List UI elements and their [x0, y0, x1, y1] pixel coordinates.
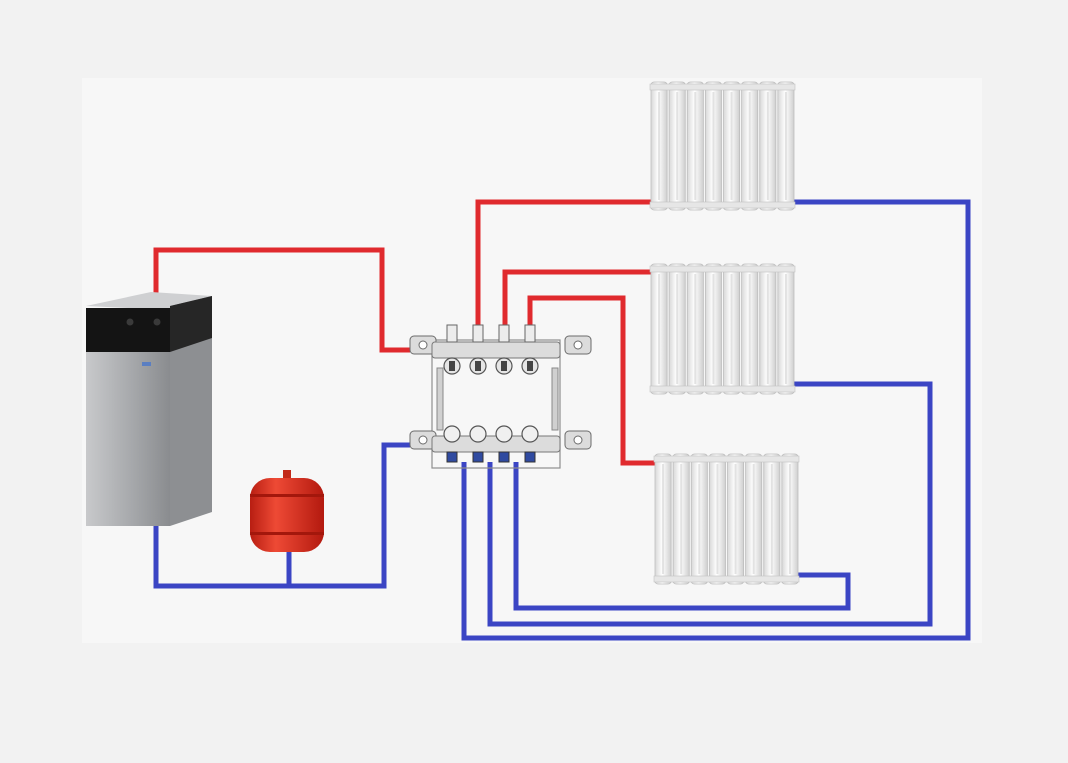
radiator-icon [649, 263, 796, 395]
supply-outlet [469, 324, 487, 375]
manifold-bracket [436, 367, 444, 431]
radiator-section [723, 81, 741, 211]
gas-boiler-icon [86, 292, 212, 526]
supply-pipe [527, 295, 655, 466]
supply-outlet [443, 324, 461, 375]
return-outlet [443, 425, 461, 463]
radiator-section [690, 453, 708, 585]
return-pipe [487, 381, 933, 627]
pipe-network [153, 199, 971, 641]
radiator-section [727, 453, 745, 585]
supply-pipe [153, 247, 410, 353]
radiator-section [704, 263, 722, 395]
radiator-section [741, 81, 759, 211]
return-outlet [495, 425, 513, 463]
expansion-tank-icon [250, 470, 324, 552]
radiator-section [777, 81, 795, 211]
supply-outlet [521, 324, 539, 375]
radiator-section [777, 263, 795, 395]
return-outlet [521, 425, 539, 463]
radiator-group [649, 81, 800, 585]
radiator-section [650, 263, 668, 395]
manifold-frame [431, 339, 561, 469]
radiator-section [745, 453, 763, 585]
radiator-section [668, 263, 686, 395]
radiator-section [686, 81, 704, 211]
radiator-section [741, 263, 759, 395]
radiator-section [759, 263, 777, 395]
radiator-section [763, 453, 781, 585]
supply-outlet [495, 324, 513, 375]
radiator-section [723, 263, 741, 395]
radiator-section [654, 453, 672, 585]
radiator-section [668, 81, 686, 211]
return-outlet [469, 425, 487, 463]
radiator-section [650, 81, 668, 211]
air-vent-icon [564, 430, 592, 450]
manifold-bracket [551, 367, 559, 431]
air-vent-icon [564, 335, 592, 355]
supply-pipe [502, 269, 652, 335]
radiator-section [704, 81, 722, 211]
ball-valve-icon [409, 335, 437, 355]
radiator-icon [653, 453, 800, 585]
manifold-supply-bar [431, 341, 561, 359]
manifold-icon [409, 324, 592, 469]
radiator-section [708, 453, 726, 585]
radiator-section [672, 453, 690, 585]
return-pipe [461, 199, 971, 641]
radiator-section [686, 263, 704, 395]
radiator-section [781, 453, 799, 585]
radiator-section [759, 81, 777, 211]
return-pipe [153, 442, 410, 589]
radiator-icon [649, 81, 796, 211]
supply-pipe [475, 199, 652, 335]
return-pipe [513, 462, 851, 611]
